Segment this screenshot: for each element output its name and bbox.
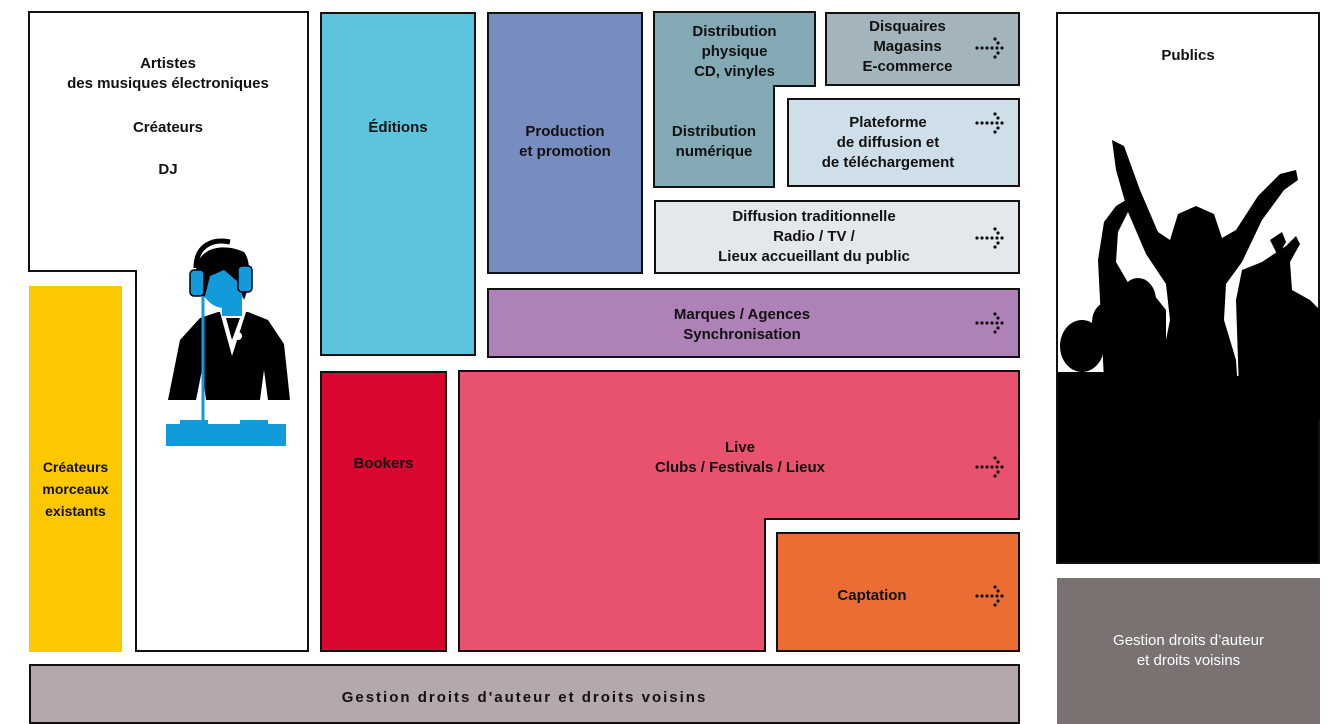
createurs-morceaux-line2: morceaux bbox=[42, 481, 109, 497]
dotted-arrow-icon bbox=[975, 312, 1004, 334]
plateforme-line2: de diffusion et bbox=[836, 134, 940, 151]
editions-label: Éditions bbox=[368, 119, 428, 136]
createurs-morceaux-label: Créateurs morceaux existants bbox=[29, 456, 122, 522]
distribution-physique-label: Distribution physique CD, vinyles bbox=[654, 22, 815, 82]
distribution-block bbox=[653, 11, 816, 188]
marques-line1: Marques / Agences bbox=[673, 306, 811, 323]
diffusion-line3: Lieux accueillant du public bbox=[718, 248, 910, 265]
dotted-arrow-icon bbox=[975, 585, 1004, 607]
bookers-label: Bookers bbox=[353, 455, 414, 472]
disquaires-line1: Disquaires bbox=[869, 18, 946, 35]
dj-label: DJ bbox=[158, 161, 178, 178]
editions-block bbox=[320, 12, 476, 356]
artistes-subtitle: des musiques électroniques bbox=[67, 75, 269, 92]
production-line2: et promotion bbox=[519, 143, 611, 160]
createurs-morceaux-line1: Créateurs bbox=[42, 459, 109, 475]
dotted-arrow-icon bbox=[975, 112, 1004, 134]
artistes-label: Artistes des musiques électroniques bbox=[48, 54, 288, 94]
gestion-bottom-block bbox=[29, 664, 1020, 724]
dotted-arrow-icon bbox=[975, 456, 1004, 478]
live-block bbox=[458, 370, 1020, 652]
distribution-physique-line3: CD, vinyles bbox=[694, 63, 775, 80]
production-block bbox=[487, 12, 643, 274]
gestion-right-line2: et droits voisins bbox=[1136, 652, 1241, 669]
distribution-numerique-line2: numérique bbox=[675, 143, 753, 160]
publics-label: Publics bbox=[1161, 47, 1215, 64]
createurs-morceaux-line3: existants bbox=[45, 503, 106, 519]
live-line1: Live bbox=[724, 439, 755, 456]
production-label: Production et promotion bbox=[487, 122, 643, 162]
live-label: Live Clubs / Festivals / Lieux bbox=[560, 438, 920, 478]
distribution-physique-line1: Distribution bbox=[692, 23, 777, 40]
disquaires-label: Disquaires Magasins E-commerce bbox=[825, 17, 990, 77]
dotted-arrow-icon bbox=[975, 37, 1004, 59]
distribution-physique-line2: physique bbox=[701, 43, 768, 60]
bookers-block bbox=[320, 371, 447, 652]
marques-label: Marques / Agences Synchronisation bbox=[487, 305, 997, 345]
plateforme-line3: de téléchargement bbox=[821, 154, 955, 171]
plateforme-line1: Plateforme bbox=[849, 114, 927, 131]
captation-label: Captation bbox=[837, 587, 907, 604]
artistes-title: Artistes bbox=[140, 55, 196, 72]
disquaires-line2: Magasins bbox=[873, 38, 942, 55]
distribution-numerique-line1: Distribution bbox=[671, 123, 757, 140]
disquaires-line3: E-commerce bbox=[862, 58, 953, 75]
production-line1: Production bbox=[525, 123, 605, 140]
gestion-right-label: Gestion droits d’auteur et droits voisin… bbox=[1057, 631, 1320, 671]
diffusion-line1: Diffusion traditionnelle bbox=[732, 208, 896, 225]
captation-block bbox=[776, 532, 1020, 652]
gestion-bottom-label: Gestion droits d'auteur et droits voisin… bbox=[341, 689, 708, 706]
artistes-block bbox=[28, 11, 309, 652]
marques-line2: Synchronisation bbox=[683, 326, 801, 343]
gestion-right-line1: Gestion droits d’auteur bbox=[1113, 632, 1264, 649]
diffusion-label: Diffusion traditionnelle Radio / TV / Li… bbox=[654, 207, 974, 267]
live-line2: Clubs / Festivals / Lieux bbox=[654, 459, 826, 476]
diffusion-block bbox=[654, 200, 1020, 274]
plateforme-block bbox=[787, 98, 1020, 187]
createurs-morceaux-block bbox=[29, 286, 122, 652]
dotted-arrow-icon bbox=[975, 227, 1004, 249]
diffusion-line2: Radio / TV / bbox=[773, 228, 855, 245]
gestion-right-block bbox=[1057, 578, 1320, 724]
marques-block bbox=[487, 288, 1020, 358]
plateforme-label: Plateforme de diffusion et de télécharge… bbox=[793, 113, 983, 173]
distribution-numerique-label: Distribution numérique bbox=[654, 122, 774, 162]
createurs-label: Créateurs bbox=[132, 119, 204, 136]
